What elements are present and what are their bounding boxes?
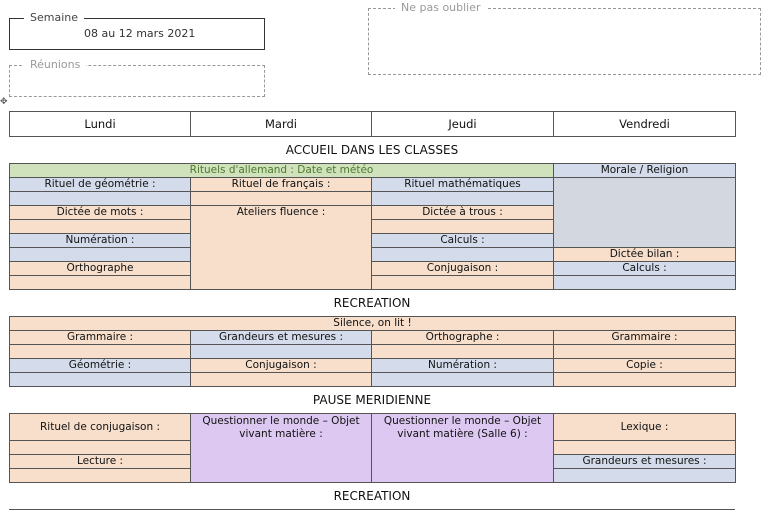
cell-empty[interactable] xyxy=(553,372,736,387)
cell-grammaire-lundi[interactable]: Grammaire : xyxy=(9,330,191,345)
cell-empty[interactable] xyxy=(190,191,372,206)
semaine-value[interactable]: 08 au 12 mars 2021 xyxy=(84,27,196,40)
semaine-label: Semaine xyxy=(24,11,85,24)
cell-ateliers-fluence[interactable]: Ateliers fluence : xyxy=(190,205,372,290)
cell-calculs-jeudi[interactable]: Calculs : xyxy=(371,233,554,248)
block-late-morning-table: Silence, on lit ! Grammaire : Grandeurs … xyxy=(9,316,736,387)
day-lundi: Lundi xyxy=(9,111,191,137)
section-pause-meridienne: PAUSE MERIDIENNE xyxy=(312,393,432,407)
cell-geometrie[interactable]: Géométrie : xyxy=(9,358,191,373)
cell-empty[interactable] xyxy=(9,372,191,387)
cell-orthographe[interactable]: Orthographe : xyxy=(371,330,554,345)
cell-empty[interactable] xyxy=(371,372,554,387)
bottom-table-edge xyxy=(9,509,735,510)
cell-empty[interactable] xyxy=(190,372,372,387)
cell-numeration[interactable]: Numération : xyxy=(9,233,191,248)
cell-grandeurs-mesures[interactable]: Grandeurs et mesures : xyxy=(553,454,736,469)
cell-orthographe[interactable]: Orthographe xyxy=(9,261,191,276)
cell-empty[interactable] xyxy=(553,468,736,483)
cell-empty[interactable] xyxy=(9,247,191,262)
cell-empty[interactable] xyxy=(553,440,736,455)
day-vendredi: Vendredi xyxy=(553,111,736,137)
ne-pas-oublier-label: Ne pas oublier xyxy=(395,1,487,14)
cell-empty[interactable] xyxy=(9,219,191,234)
cell-dictee-bilan[interactable]: Dictée bilan : xyxy=(553,247,736,262)
reunions-label: Réunions xyxy=(24,58,87,71)
cell-morale-religion[interactable]: Morale / Religion xyxy=(553,163,736,178)
section-recreation-1: RECREATION xyxy=(333,296,411,310)
cell-empty[interactable] xyxy=(371,191,554,206)
cell-empty[interactable] xyxy=(371,219,554,234)
cell-empty[interactable] xyxy=(9,344,191,359)
cell-empty[interactable] xyxy=(553,344,736,359)
cell-empty[interactable] xyxy=(9,468,191,483)
questionner-jeudi-label: Questionner le monde – Objet vivant mati… xyxy=(383,415,542,440)
cell-empty[interactable] xyxy=(553,275,736,290)
days-header-table: Lundi Mardi Jeudi Vendredi xyxy=(9,111,736,137)
cell-empty[interactable] xyxy=(371,275,554,290)
table-move-handle-icon[interactable]: ✥ xyxy=(0,97,8,107)
cell-silence-on-lit[interactable]: Silence, on lit ! xyxy=(9,316,736,331)
cell-lecture[interactable]: Lecture : xyxy=(9,454,191,469)
ateliers-fluence-label: Ateliers fluence : xyxy=(236,206,326,219)
reunions-box[interactable]: Réunions xyxy=(9,58,265,97)
cell-empty[interactable] xyxy=(9,191,191,206)
semaine-box[interactable]: Semaine 08 au 12 mars 2021 xyxy=(9,11,265,50)
ne-pas-oublier-box[interactable]: Ne pas oublier xyxy=(368,1,761,75)
cell-calculs-vendredi[interactable]: Calculs : xyxy=(553,261,736,276)
cell-rituel-francais[interactable]: Rituel de français : xyxy=(190,177,372,192)
cell-rituels-allemand[interactable]: Rituels d'allemand : Date et météo xyxy=(9,163,554,178)
cell-rituel-geometrie[interactable]: Rituel de géométrie : xyxy=(9,177,191,192)
cell-empty[interactable] xyxy=(190,344,372,359)
cell-lexique[interactable]: Lexique : xyxy=(553,413,736,441)
cell-conjugaison[interactable]: Conjugaison : xyxy=(190,358,372,373)
cell-numeration[interactable]: Numération : xyxy=(371,358,554,373)
cell-rituel-conjugaison[interactable]: Rituel de conjugaison : xyxy=(9,413,191,441)
cell-conjugaison[interactable]: Conjugaison : xyxy=(371,261,554,276)
cell-questionner-mardi[interactable]: Questionner le monde – Objet vivant mati… xyxy=(190,413,372,483)
day-mardi: Mardi xyxy=(190,111,372,137)
block-afternoon-table: Rituel de conjugaison : Questionner le m… xyxy=(9,413,736,483)
block-morning-table: Rituels d'allemand : Date et météo Moral… xyxy=(9,163,736,290)
cell-dictee-mots[interactable]: Dictée de mots : xyxy=(9,205,191,220)
cell-empty[interactable] xyxy=(9,440,191,455)
day-jeudi: Jeudi xyxy=(371,111,554,137)
section-recreation-2: RECREATION xyxy=(333,489,411,503)
cell-copie[interactable]: Copie : xyxy=(553,358,736,373)
cell-empty[interactable] xyxy=(9,275,191,290)
cell-empty[interactable] xyxy=(371,344,554,359)
questionner-mardi-label: Questionner le monde – Objet vivant mati… xyxy=(202,415,360,440)
section-accueil: ACCUEIL DANS LES CLASSES xyxy=(285,143,459,157)
cell-dictee-trous[interactable]: Dictée à trous : xyxy=(371,205,554,220)
cell-grammaire-vendredi[interactable]: Grammaire : xyxy=(553,330,736,345)
cell-questionner-jeudi[interactable]: Questionner le monde – Objet vivant mati… xyxy=(371,413,554,483)
cell-grandeurs-mesures[interactable]: Grandeurs et mesures : xyxy=(190,330,372,345)
cell-vendredi-empty[interactable] xyxy=(553,177,736,248)
cell-rituel-math[interactable]: Rituel mathématiques xyxy=(371,177,554,192)
cell-empty[interactable] xyxy=(371,247,554,262)
